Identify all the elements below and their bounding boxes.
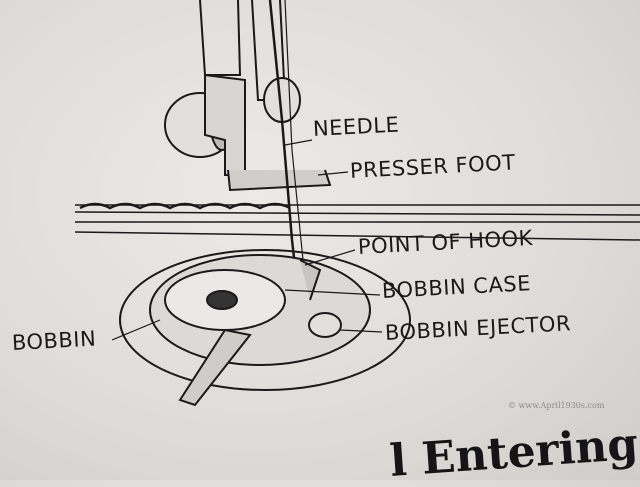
latch <box>178 328 252 407</box>
label-bobbin: BOBBIN <box>11 326 97 355</box>
watermark: © www.April1930s.com <box>508 401 605 410</box>
fabric <box>74 204 640 241</box>
hook-race-outer <box>119 249 411 391</box>
label-needle: NEEDLE <box>312 112 400 141</box>
needle-bar-housing <box>199 0 242 76</box>
bobbin-ejector <box>308 312 342 338</box>
presser-foot <box>227 169 332 192</box>
